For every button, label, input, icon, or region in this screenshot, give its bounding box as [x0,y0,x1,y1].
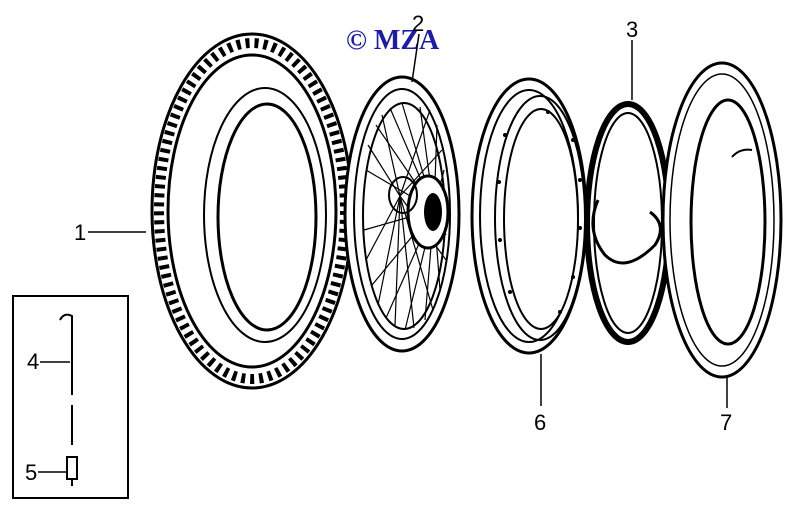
spoked-wheel-drawing [343,75,461,353]
rim-drawing [470,77,588,355]
callout-6-rim: 6 [534,410,546,435]
spoke-inset [12,295,129,499]
callout-2-spoked-wheel: 2 [412,11,424,36]
inner-tube-drawing [661,61,783,379]
tyre-drawing [150,32,354,390]
callout-5-spoke-nipple: 5 [25,460,37,485]
callout-7-inner-tube: 7 [720,410,732,435]
callout-4-spoke: 4 [27,349,39,374]
callout-3-rim-band: 3 [626,17,638,42]
copyright-watermark: © MZA [346,25,440,56]
leader-lines [38,33,728,473]
rim-band-drawing [584,101,672,345]
callout-1-tyre: 1 [74,220,86,245]
